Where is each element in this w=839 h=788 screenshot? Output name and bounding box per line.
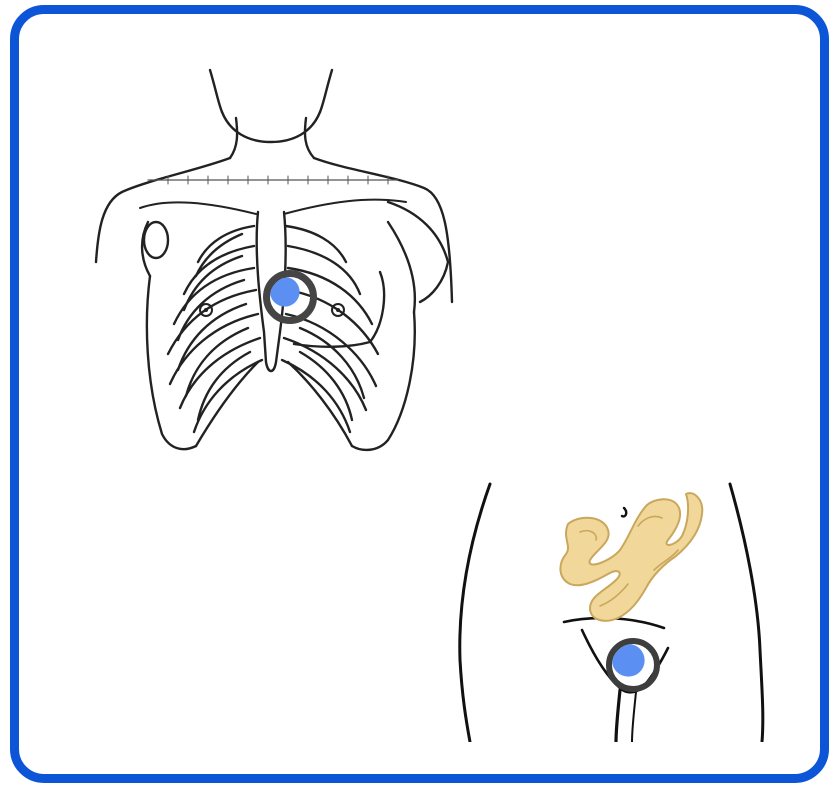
abdomen-illustration <box>440 480 780 742</box>
chest-placement-marker <box>263 270 317 324</box>
lower-abdomen-icon <box>440 480 780 742</box>
abdomen-placement-marker <box>606 638 660 692</box>
ribcage-chest-icon <box>88 62 464 458</box>
chest-illustration <box>88 62 464 458</box>
